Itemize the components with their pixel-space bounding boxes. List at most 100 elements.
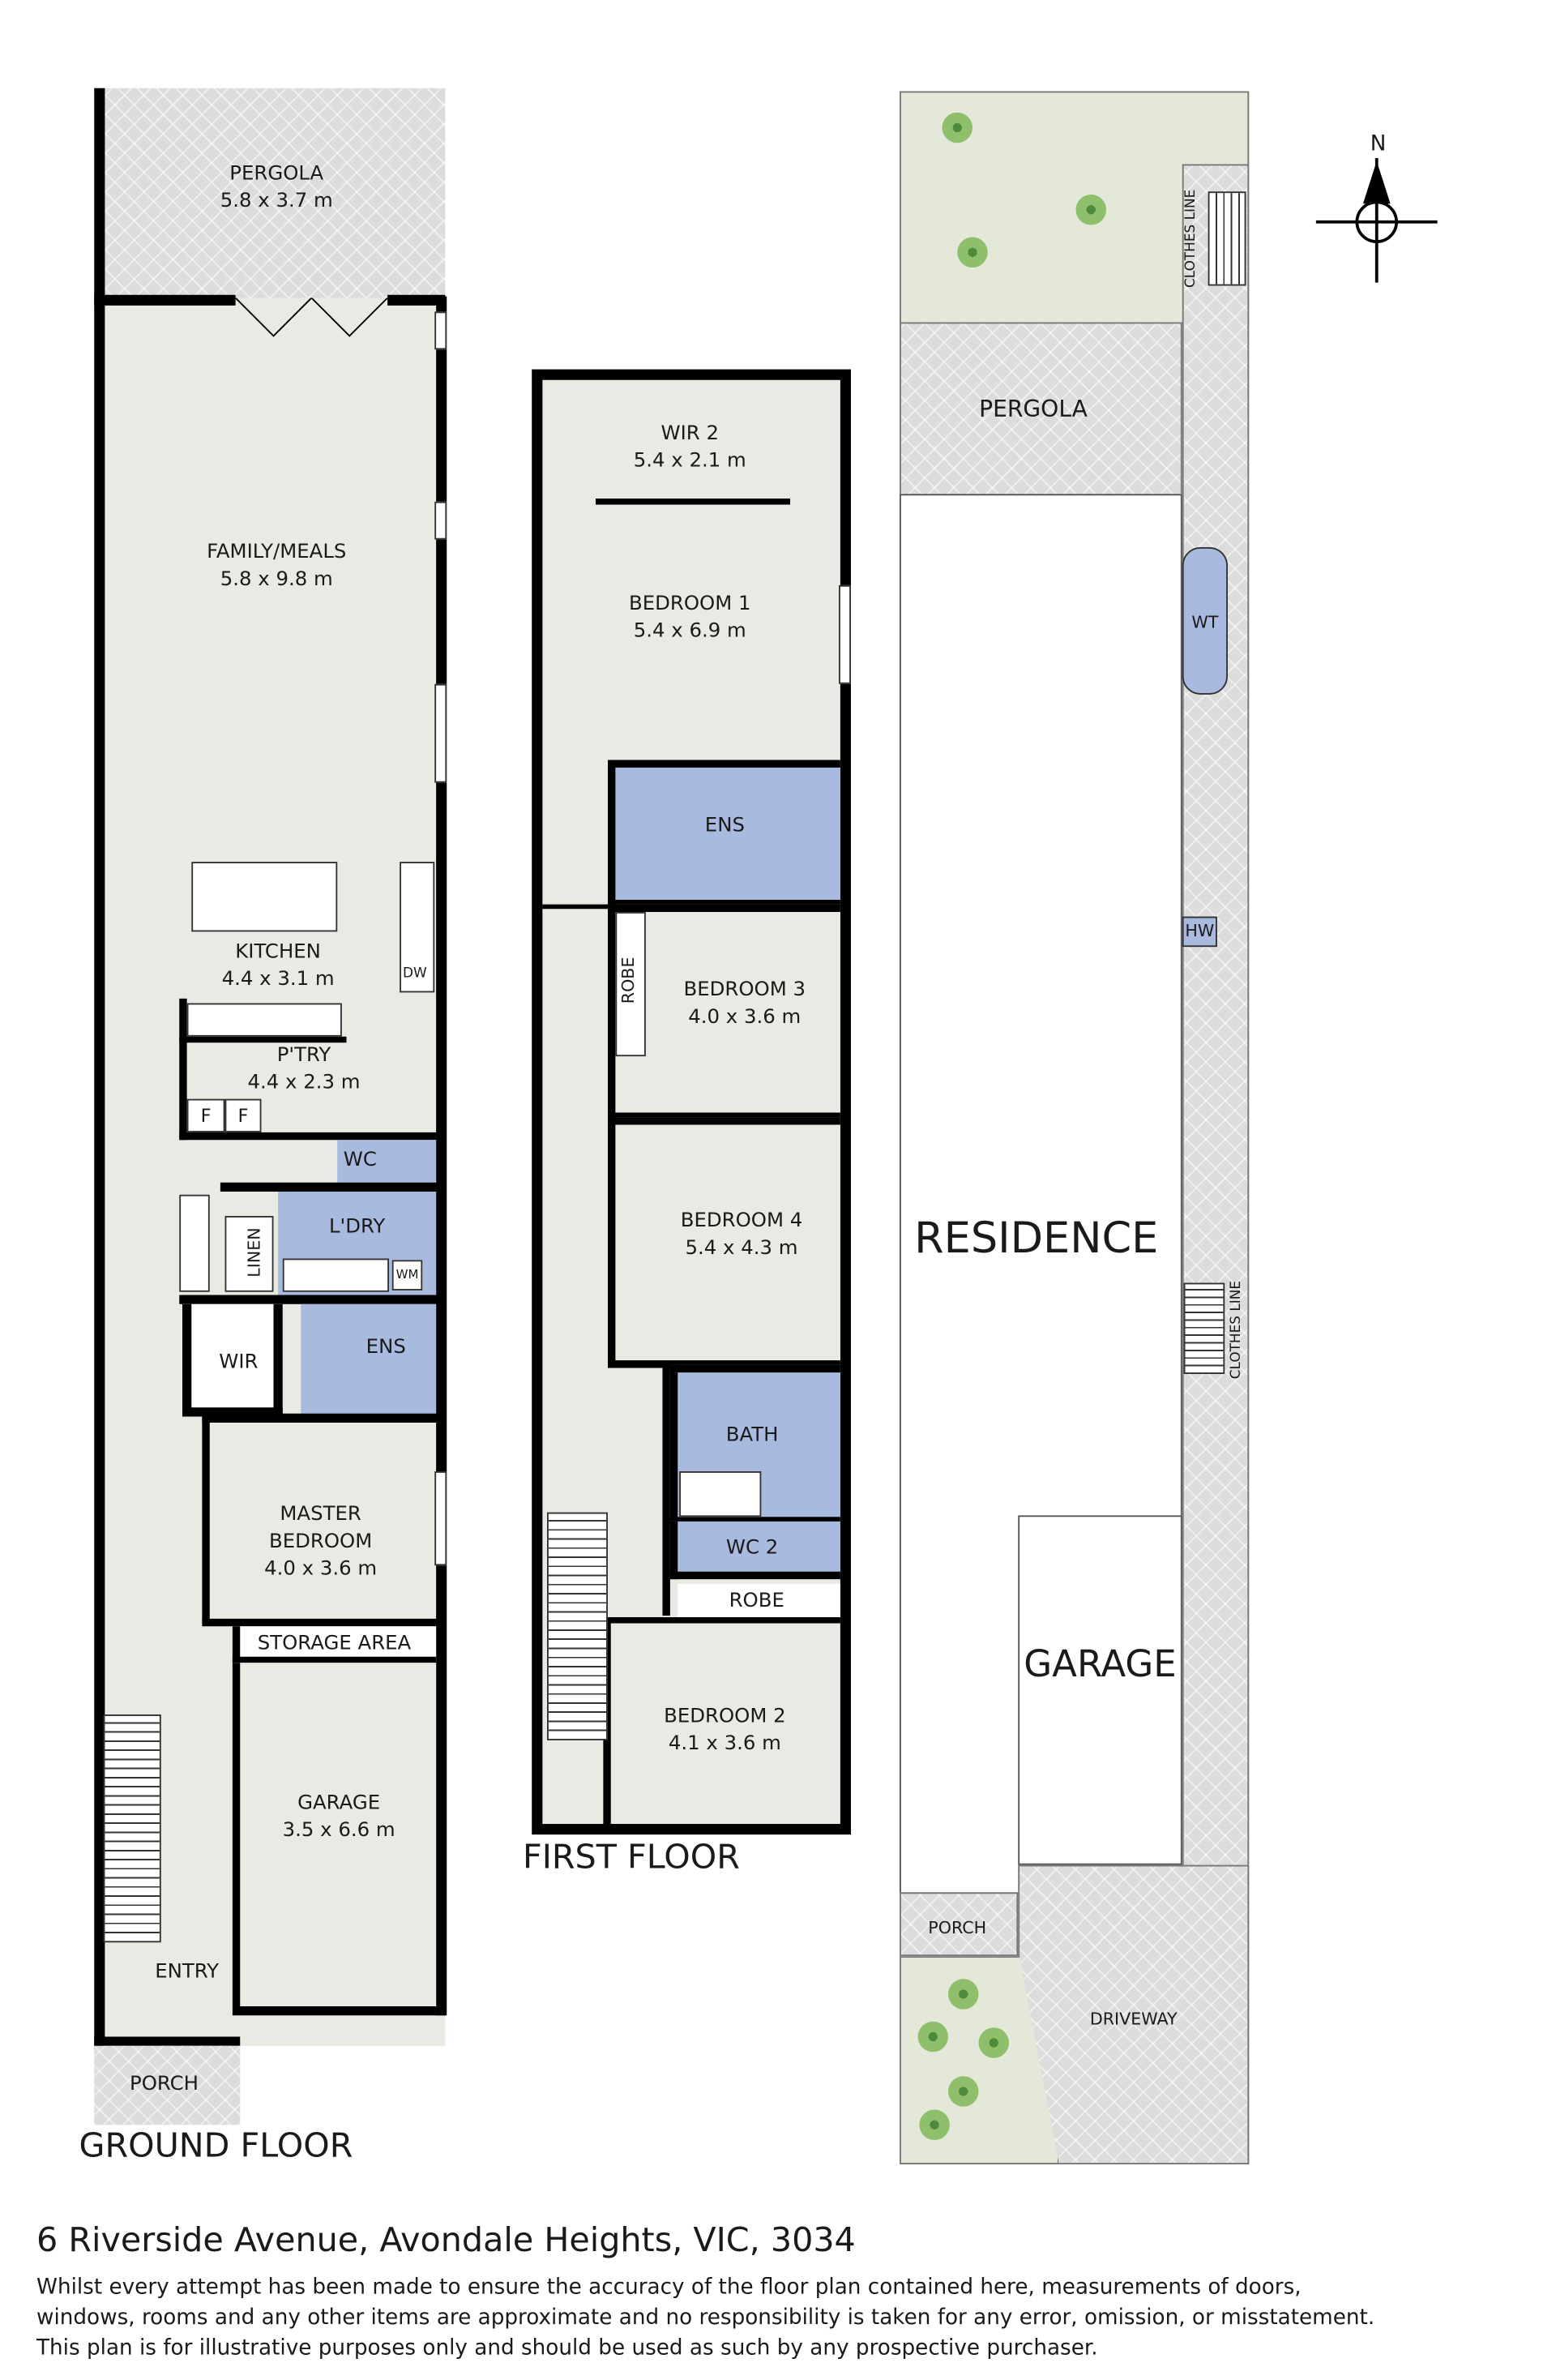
wir-room bbox=[182, 1303, 283, 1417]
disclaimer-line: Whilst every attempt has been made to en… bbox=[36, 2275, 1302, 2300]
room-name: GARAGE bbox=[297, 1791, 381, 1815]
washing-machine: WM bbox=[391, 1260, 423, 1291]
robe-cupboard bbox=[615, 912, 646, 1057]
laundry-label: L'DRY bbox=[328, 1216, 386, 1239]
north-label: N bbox=[1370, 132, 1387, 157]
site-garage-label: GARAGE bbox=[1024, 1642, 1177, 1686]
room-size: 3.5 x 6.6 m bbox=[282, 1819, 395, 1843]
window bbox=[434, 683, 447, 783]
hot-water: HW bbox=[1182, 916, 1217, 948]
wall bbox=[542, 904, 608, 910]
site-pergola-label: PERGOLA bbox=[979, 395, 1088, 423]
clothes-line bbox=[1208, 191, 1246, 286]
clothes-line-label: CLOTHES LINE bbox=[1183, 189, 1199, 289]
clothes-line-label: CLOTHES LINE bbox=[1229, 1280, 1245, 1380]
robe-label: ROBE bbox=[729, 1590, 784, 1613]
room-size: 5.4 x 4.3 m bbox=[685, 1237, 798, 1261]
water-tank: WT bbox=[1182, 547, 1228, 695]
wall bbox=[179, 1295, 446, 1304]
room-size: 4.4 x 3.1 m bbox=[221, 968, 335, 991]
staircase bbox=[547, 1512, 608, 1740]
room-name: BEDROOM 4 bbox=[680, 1209, 803, 1233]
fridge-space: F bbox=[186, 1098, 225, 1132]
wc2-room bbox=[669, 1521, 840, 1580]
tree-icon bbox=[957, 237, 988, 268]
wt-label: WT bbox=[1191, 612, 1219, 632]
linen-label: LINEN bbox=[244, 1227, 265, 1278]
storage-area bbox=[232, 1626, 437, 1663]
room-size: 4.1 x 3.6 m bbox=[668, 1732, 781, 1756]
wall bbox=[94, 294, 236, 306]
linen-cupboard bbox=[224, 1216, 274, 1292]
property-address: 6 Riverside Avenue, Avondale Heights, VI… bbox=[36, 2222, 856, 2261]
side-path bbox=[1182, 164, 1250, 2164]
room-name: BEDROOM 1 bbox=[629, 593, 751, 616]
storage-label: STORAGE AREA bbox=[257, 1632, 412, 1655]
garage-label: GARAGE 3.5 x 6.6 m bbox=[283, 1791, 395, 1846]
wall bbox=[94, 88, 105, 2049]
wall bbox=[202, 1413, 210, 1624]
hw-label: HW bbox=[1185, 921, 1215, 941]
site-porch-label: PORCH bbox=[928, 1918, 987, 1938]
driveway bbox=[1018, 1864, 1250, 2164]
staircase bbox=[103, 1714, 161, 1943]
wall bbox=[662, 1364, 670, 1616]
kitchen-island bbox=[191, 862, 338, 932]
tree-icon bbox=[978, 2027, 1009, 2058]
entry-label: ENTRY bbox=[155, 1960, 220, 1984]
porch bbox=[94, 2045, 241, 2125]
clothes-line bbox=[1183, 1282, 1225, 1374]
fridge-label: F bbox=[200, 1105, 212, 1127]
tree-icon bbox=[948, 1979, 979, 2010]
window bbox=[434, 311, 447, 350]
wall bbox=[232, 2006, 446, 2016]
room-name: FAMILY/MEALS bbox=[207, 541, 347, 564]
room-size: 5.4 x 6.9 m bbox=[633, 620, 746, 644]
room-name: BEDROOM 3 bbox=[683, 978, 806, 1002]
room-name: WIR 2 bbox=[660, 422, 719, 446]
wall bbox=[387, 294, 446, 306]
entry-side-door[interactable] bbox=[179, 1194, 210, 1292]
room-name: BEDROOM 2 bbox=[664, 1705, 786, 1728]
pergola bbox=[94, 88, 446, 298]
room-size: 5.8 x 3.7 m bbox=[220, 190, 333, 213]
kitchen-bench bbox=[400, 862, 435, 993]
dishwasher-label: DW bbox=[403, 966, 427, 982]
wall bbox=[94, 2036, 241, 2046]
first-floor-title: FIRST FLOOR bbox=[523, 1839, 740, 1877]
wall bbox=[179, 1132, 446, 1141]
window bbox=[839, 584, 851, 684]
bifold-door-icon bbox=[235, 298, 388, 337]
room-name: BEDROOM bbox=[269, 1530, 373, 1554]
wc-label: WC bbox=[343, 1149, 377, 1172]
room-size: 5.8 x 9.8 m bbox=[220, 568, 333, 592]
room-size: 4.0 x 3.6 m bbox=[264, 1557, 378, 1581]
cooktop-bench bbox=[186, 1003, 342, 1037]
ensuite-label: ENS bbox=[704, 815, 745, 838]
disclaimer-line: This plan is for illustrative purposes o… bbox=[36, 2335, 1098, 2361]
wc-room bbox=[337, 1140, 437, 1183]
wall bbox=[202, 1618, 446, 1627]
disclaimer: Whilst every attempt has been made to en… bbox=[36, 2272, 1374, 2364]
room-size: 4.0 x 3.6 m bbox=[688, 1006, 802, 1029]
wall bbox=[179, 1036, 347, 1043]
porch-label: PORCH bbox=[130, 2073, 199, 2096]
room-name: MASTER bbox=[280, 1503, 361, 1526]
bedroom3-room bbox=[608, 904, 840, 1120]
fridge-space: F bbox=[224, 1098, 262, 1132]
window bbox=[434, 1471, 447, 1566]
robe-label: ROBE bbox=[618, 957, 639, 1004]
site-garage bbox=[1018, 1515, 1182, 1865]
tree-icon bbox=[1075, 195, 1106, 225]
bath-label: BATH bbox=[725, 1423, 779, 1447]
bedroom3-label: BEDROOM 3 4.0 x 3.6 m bbox=[684, 978, 806, 1033]
fridge-label: F bbox=[237, 1105, 249, 1127]
family-meals-label: FAMILY/MEALS 5.8 x 9.8 m bbox=[207, 540, 346, 595]
bedroom2-label: BEDROOM 2 4.1 x 3.6 m bbox=[664, 1704, 785, 1759]
room-name: P'TRY bbox=[276, 1044, 331, 1068]
master-bedroom-label: MASTER BEDROOM 4.0 x 3.6 m bbox=[264, 1502, 377, 1584]
bedroom1-label: BEDROOM 1 5.4 x 6.9 m bbox=[629, 591, 750, 646]
